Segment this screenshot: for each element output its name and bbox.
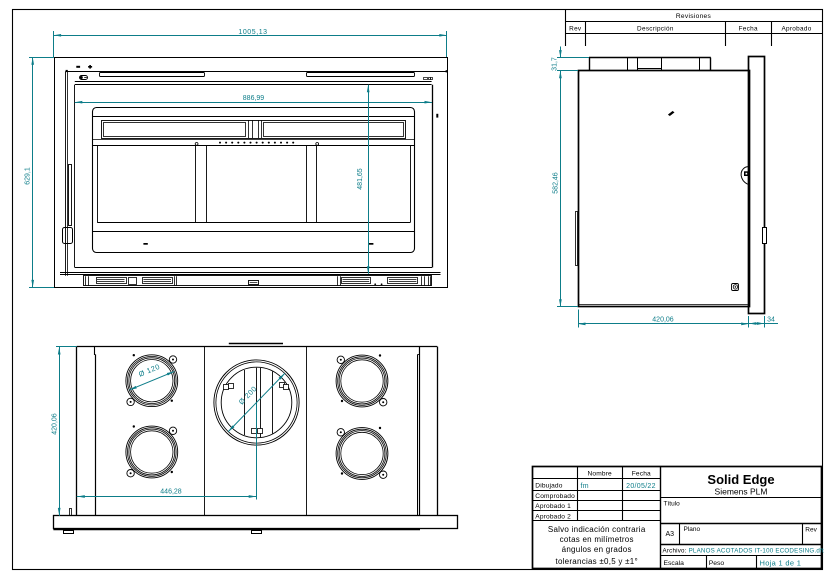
svg-text:Descripción: Descripción <box>637 26 674 33</box>
svg-text:Fecha: Fecha <box>739 26 758 33</box>
svg-text:Aprobado 1: Aprobado 1 <box>535 503 571 510</box>
svg-text:20/05/22: 20/05/22 <box>626 483 656 490</box>
svg-text:Siemens PLM: Siemens PLM <box>715 487 768 497</box>
svg-text:Escala: Escala <box>664 560 685 567</box>
svg-text:Solid Edge: Solid Edge <box>707 472 774 487</box>
svg-text:Archivo: PLANOS ACOTADOS IT-10: Archivo: PLANOS ACOTADOS IT-100 ECODESIN… <box>663 548 824 555</box>
svg-text:Nombre: Nombre <box>588 470 613 477</box>
svg-text:446,28: 446,28 <box>160 489 182 496</box>
svg-text:Salvo indicación contraria: Salvo indicación contraria <box>548 525 646 534</box>
svg-text:481,65: 481,65 <box>357 168 364 190</box>
svg-text:Peso: Peso <box>709 560 725 567</box>
svg-text:Título: Título <box>664 501 681 508</box>
svg-text:tolerancias ±0,5 y ±1°: tolerancias ±0,5 y ±1° <box>555 557 637 566</box>
svg-text:629,1: 629,1 <box>25 167 32 185</box>
svg-text:34: 34 <box>767 316 775 323</box>
svg-text:Aprobado 2: Aprobado 2 <box>535 513 571 520</box>
svg-text:Fecha: Fecha <box>632 470 651 477</box>
svg-text:420,06: 420,06 <box>652 316 674 323</box>
svg-text:Rev: Rev <box>569 26 582 33</box>
svg-text:ángulos en grados: ángulos en grados <box>562 545 632 554</box>
svg-text:Aprobado: Aprobado <box>781 26 811 33</box>
svg-text:886,99: 886,99 <box>243 95 265 102</box>
svg-text:Dibujado: Dibujado <box>535 483 562 490</box>
svg-text:Hoja 1 de 1: Hoja 1 de 1 <box>760 559 802 568</box>
svg-text:Revisiones: Revisiones <box>676 13 712 20</box>
svg-text:cotas en milímetros: cotas en milímetros <box>560 535 634 544</box>
svg-text:Rev: Rev <box>805 527 817 534</box>
svg-text:31,7: 31,7 <box>552 57 559 71</box>
svg-text:1005,13: 1005,13 <box>238 29 267 36</box>
svg-text:582,46: 582,46 <box>553 172 560 194</box>
svg-text:Comprobado: Comprobado <box>535 493 575 500</box>
svg-text:420,06: 420,06 <box>52 413 59 435</box>
svg-text:Plano: Plano <box>684 526 701 533</box>
svg-text:A3: A3 <box>666 531 675 538</box>
svg-text:fm: fm <box>581 483 589 490</box>
